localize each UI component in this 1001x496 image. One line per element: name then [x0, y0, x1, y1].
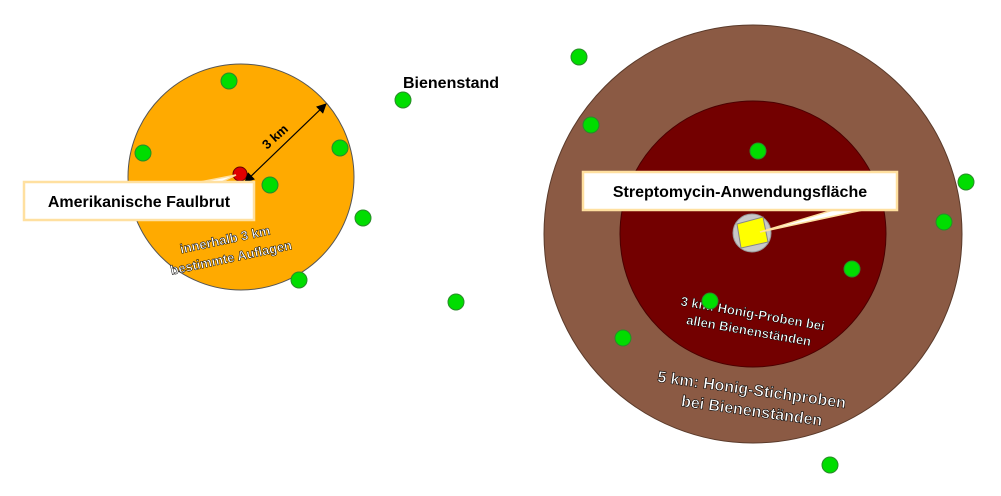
afb-callout-box: [22, 180, 256, 222]
streptomycin-zone-group: 3 km: Honig-Proben bei allen Bienenständ…: [543, 24, 963, 444]
apiary-label: Bienenstand: [403, 75, 499, 92]
apiary-dot: [134, 144, 152, 162]
streptomycin-callout-box: [581, 170, 899, 212]
apiary-dot: [447, 293, 465, 311]
apiary-dot: [749, 142, 767, 160]
apiary-dot: [261, 176, 279, 194]
streptomycin-callout-text: Streptomycin-Anwendungsfläche: [613, 184, 867, 201]
apiary-dot: [821, 456, 839, 474]
apiary-dot: [614, 329, 632, 347]
apiary-dot: [843, 260, 861, 278]
apiary-dot: [220, 72, 238, 90]
afb-callout: Amerikanische Faulbrut: [22, 174, 256, 222]
apiary-dot: [701, 292, 719, 310]
apiary-dot: [935, 213, 953, 231]
apiary-dot: [290, 271, 308, 289]
streptomycin-area: [736, 216, 769, 249]
apiary-dot: [957, 173, 975, 191]
radius-arrow: [244, 103, 327, 183]
apiary-dots: [134, 48, 975, 474]
apiary-dot: [354, 209, 372, 227]
streptomycin-callout: Streptomycin-Anwendungsfläche: [581, 170, 899, 233]
apiary-dot: [582, 116, 600, 134]
afb-callout-text: Amerikanische Faulbrut: [48, 194, 231, 211]
apiary-dot: [570, 48, 588, 66]
apiary-dot: [331, 139, 349, 157]
apiary-dot: [394, 91, 412, 109]
afb-zone-group: 3 km innerhalb 3 km bestimmte Auflagen: [127, 63, 355, 291]
afb-outbreak-marker: [232, 166, 248, 182]
